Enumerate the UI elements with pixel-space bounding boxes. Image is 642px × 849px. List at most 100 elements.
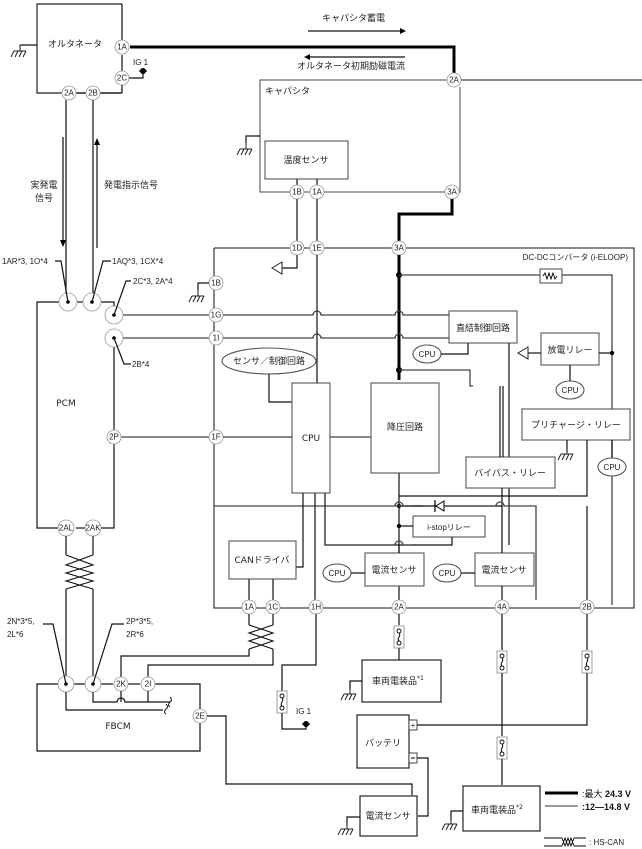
callout-fbcm-b1: 2P*3*5, [126,617,153,626]
svg-text:3A: 3A [447,188,457,197]
resistor-icon [542,271,558,281]
ig1-label-2: IG 1 [296,707,312,716]
svg-text:CPU: CPU [604,463,621,472]
svg-text:2K: 2K [116,680,126,689]
cpu-main [291,382,331,494]
svg-text:車両電装品*2: 車両電装品*2 [471,804,523,816]
vehicle-load-2 [462,785,541,832]
fuse-icon [496,736,508,760]
fuse-icon [276,690,288,714]
svg-text:1A: 1A [312,188,322,197]
svg-text:2B: 2B [582,603,592,612]
pin-alt-2B: 2B [85,85,101,101]
ground-icon [10,44,27,58]
svg-text:2B: 2B [88,89,98,98]
cap-charge-label: キャパシタ蓄電 [322,12,385,24]
pin-pcm-2P: 2P [106,429,122,445]
ground-icon [441,817,458,831]
pin-fbcm-2I: 2I [140,676,156,692]
actual-gen-label-1: 実発電 [30,179,57,191]
pin-dc-1D: 1D [289,240,305,256]
can-driver [228,540,297,580]
temp-sensor-label: 温度センサ [283,154,328,166]
pin-dc-2B: 2B [579,599,595,615]
pin-dc-1E: 1E [309,240,325,256]
pin-alt-2A: 2A [61,85,77,101]
bypass-relay [465,456,556,489]
svg-text:3A: 3A [394,244,404,253]
legend-thick-value: 24.3 V [605,789,631,799]
legend-thin-value: :12—14.8 V [582,802,630,812]
dcdc-converter: DC-DCコンバータ (i-ELOOP) [213,247,635,609]
load1-label: 車両電装品 [372,675,417,687]
pcm: PCM [36,301,115,529]
signal-triangle-icon [517,346,529,360]
svg-text:2AL: 2AL [59,524,74,533]
svg-text:CPU: CPU [419,350,436,359]
step-down-label: 降圧回路 [387,421,423,433]
pin-dc-1F: 1F [208,429,224,445]
pin-dc-2A: 2A [391,599,407,615]
legend-thick-prefix: :最大 [582,788,605,799]
twisted-pair-icon [247,624,275,650]
svg-text:1B: 1B [292,188,302,197]
pin-dc-4A: 4A [494,599,510,615]
svg-text:1B: 1B [211,279,221,288]
battery-positive-terminal [408,719,418,731]
legend: :最大 24.3 V :12—14.8 V : HS-CAN [544,788,631,848]
cpu-precharge [597,457,627,477]
svg-text:2E: 2E [195,712,205,721]
signal-triangle-icon [271,261,283,275]
svg-text:2AK: 2AK [85,524,101,533]
fbcm-label: FBCM [105,722,130,732]
svg-text::最大 24.3 V: :最大 24.3 V [582,788,631,799]
step-down-circuit [370,382,440,474]
svg-text:1H: 1H [311,603,321,612]
pin-pcm-2AL: 2AL [57,519,75,537]
callout-fbcm-a2: 2L*6 [7,630,24,639]
current-sensor-2-label: 電流センサ [481,564,526,576]
svg-text:1C: 1C [268,603,278,612]
pin-alt-2C: 2C [114,70,130,86]
current-sensor-3 [359,795,418,837]
battery [356,714,410,769]
discharge-relay [540,332,600,366]
callout-pcm-b: 1AQ*3, 1CX*4 [112,257,164,266]
callout-fbcm-a1: 2N*3*5, [7,617,35,626]
svg-text:1A: 1A [244,603,254,612]
pcm-label: PCM [56,399,75,409]
actual-gen-label-2: 信号 [35,192,53,204]
legend-can-symbol [544,836,586,848]
precharge-relay-label: プリチャージ・リレー [531,420,621,431]
ground-icon [236,142,253,156]
ground-icon [340,687,357,701]
svg-text:1A: 1A [117,43,127,52]
svg-text:2C: 2C [117,74,127,83]
resistor [539,268,563,284]
gen-command-label: 発電指示信号 [104,179,158,191]
svg-text:1E: 1E [312,244,322,253]
load1-sup: *1 [417,675,424,682]
svg-text:CPU: CPU [562,386,579,395]
svg-text:2A: 2A [394,603,404,612]
fbcm: FBCM [36,683,201,752]
pin-pcm-2AK: 2AK [84,519,102,537]
pin-dc-3A: 3A [391,240,407,256]
arrow-up-icon [94,138,100,145]
callout-pcm-d: 2B*4 [132,360,150,369]
fuse-icon [393,625,405,649]
svg-text:2A: 2A [64,89,74,98]
alternator-label: オルタネータ [48,39,102,50]
current-sensor-1 [364,552,425,587]
pin-cap-1A: 1A [309,184,325,200]
pin-fbcm-2E: 2E [192,708,208,724]
callout-pcm-c: 2C*3, 2A*4 [133,277,173,286]
svg-text:4A: 4A [497,603,507,612]
current-sensor-3-label: 電流センサ [365,810,410,822]
current-sensor-2 [474,552,535,587]
arrow-right-icon [400,28,406,34]
callout-pcm-a: 1AR*3, 1O*4 [2,257,48,266]
pin-cap-2A: 2A [446,72,462,88]
pin-cap-3A: 3A [444,184,460,200]
alt-excitation-label: オルタネータ初期励磁電流 [297,60,405,72]
